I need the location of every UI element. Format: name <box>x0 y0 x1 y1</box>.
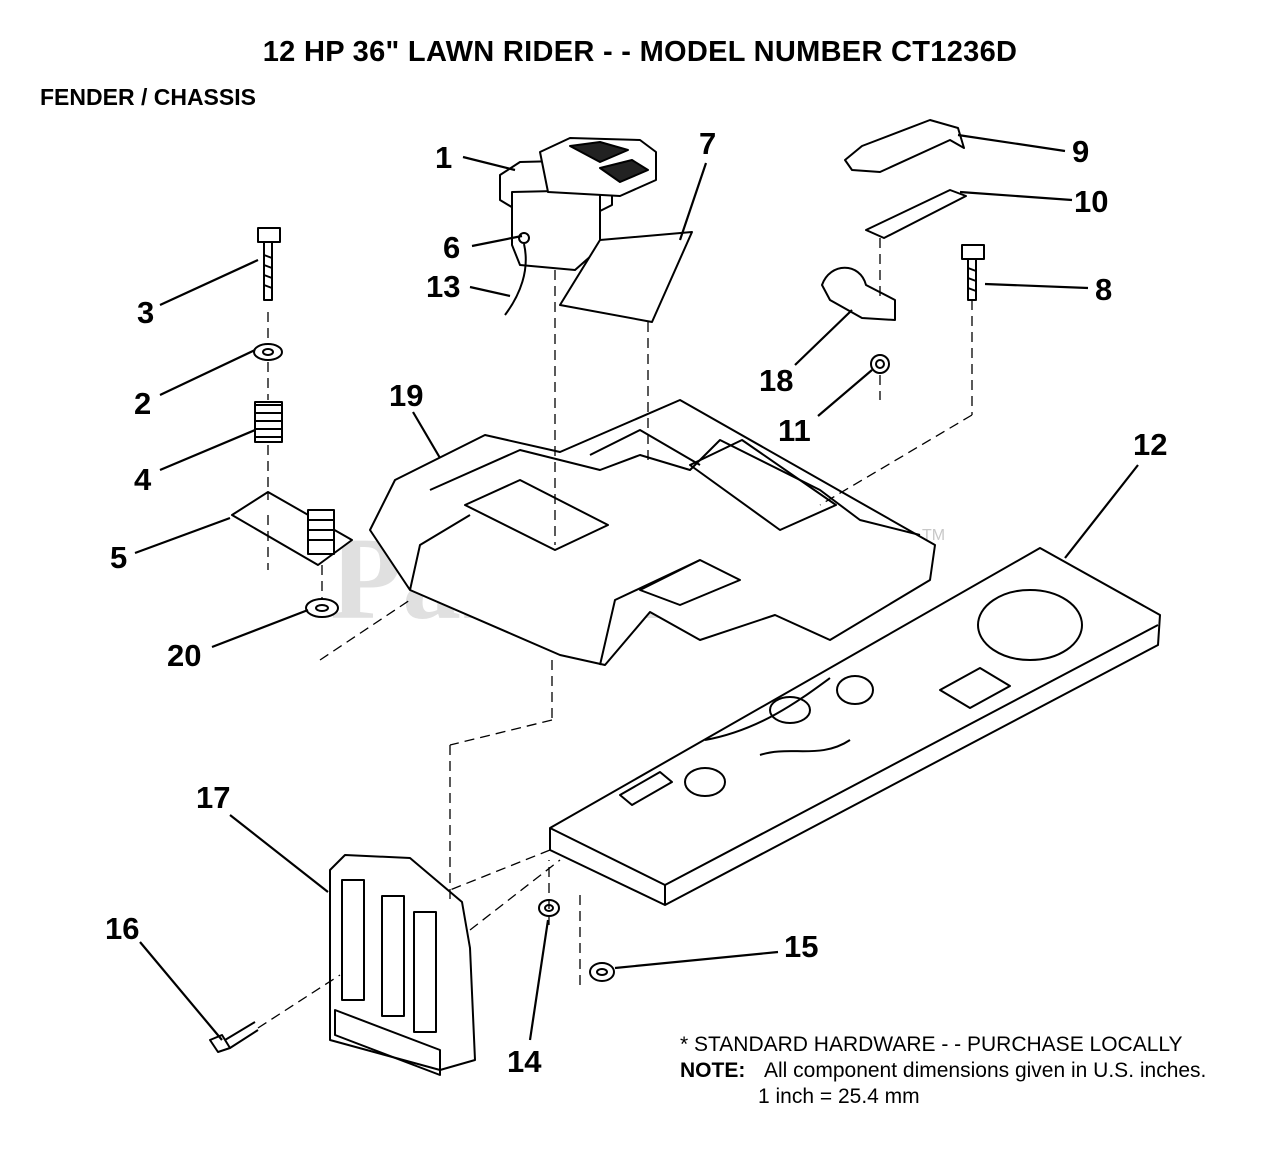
assembly-lines <box>257 238 973 1029</box>
callout-6: 6 <box>443 230 460 265</box>
callout-13: 13 <box>426 269 460 304</box>
callout-2: 2 <box>134 386 151 421</box>
note-label: NOTE: <box>680 1059 746 1082</box>
callout-1: 1 <box>435 140 452 175</box>
standard-hardware-note: * STANDARD HARDWARE - - PURCHASE LOCALLY <box>680 1033 1183 1056</box>
part-9-bracket[interactable] <box>844 119 965 173</box>
callout-11: 11 <box>778 413 811 448</box>
callout-16: 16 <box>105 911 139 946</box>
callout-9: 9 <box>1072 134 1089 169</box>
callout-17: 17 <box>196 780 230 815</box>
part-17-bracket[interactable] <box>329 854 476 1076</box>
section-subtitle: FENDER / CHASSIS <box>40 84 256 110</box>
callout-18: 18 <box>759 363 793 398</box>
callout-4: 4 <box>134 462 152 497</box>
callout-7: 7 <box>699 126 716 161</box>
part-16-bolt[interactable] <box>209 1021 259 1053</box>
callout-5: 5 <box>110 540 127 575</box>
callout-19: 19 <box>389 378 423 413</box>
callout-14: 14 <box>507 1044 542 1079</box>
part-7-decal[interactable] <box>559 231 693 323</box>
part-4-spring[interactable] <box>254 401 283 443</box>
part-18-clamp[interactable] <box>821 266 896 321</box>
callout-8: 8 <box>1095 272 1112 307</box>
callout-12: 12 <box>1133 427 1167 462</box>
callout-10: 10 <box>1074 184 1108 219</box>
notes-block: * STANDARD HARDWARE - - PURCHASE LOCALLY… <box>680 1032 1206 1110</box>
part-15-nut[interactable] <box>589 962 615 982</box>
callout-15: 15 <box>784 929 818 964</box>
leader-lines <box>134 133 1139 1041</box>
diagram-title: 12 HP 36" LAWN RIDER - - MODEL NUMBER CT… <box>262 36 1018 68</box>
part-10-plate[interactable] <box>865 189 967 239</box>
part-11-nut[interactable] <box>870 354 890 374</box>
part-5-plate[interactable] <box>231 491 353 566</box>
note-text: All component dimensions given in U.S. i… <box>764 1059 1207 1082</box>
conversion-note: 1 inch = 25.4 mm <box>758 1085 920 1108</box>
part-6-13-cable[interactable] <box>504 232 530 316</box>
part-3-bolt[interactable] <box>257 227 281 301</box>
part-8-bolt[interactable] <box>961 244 985 301</box>
part-19-fender[interactable] <box>369 399 936 666</box>
part-2-washer[interactable] <box>253 343 283 361</box>
part-1-battery-box[interactable] <box>499 137 657 271</box>
callout-3: 3 <box>137 295 154 330</box>
callout-20: 20 <box>167 638 201 673</box>
